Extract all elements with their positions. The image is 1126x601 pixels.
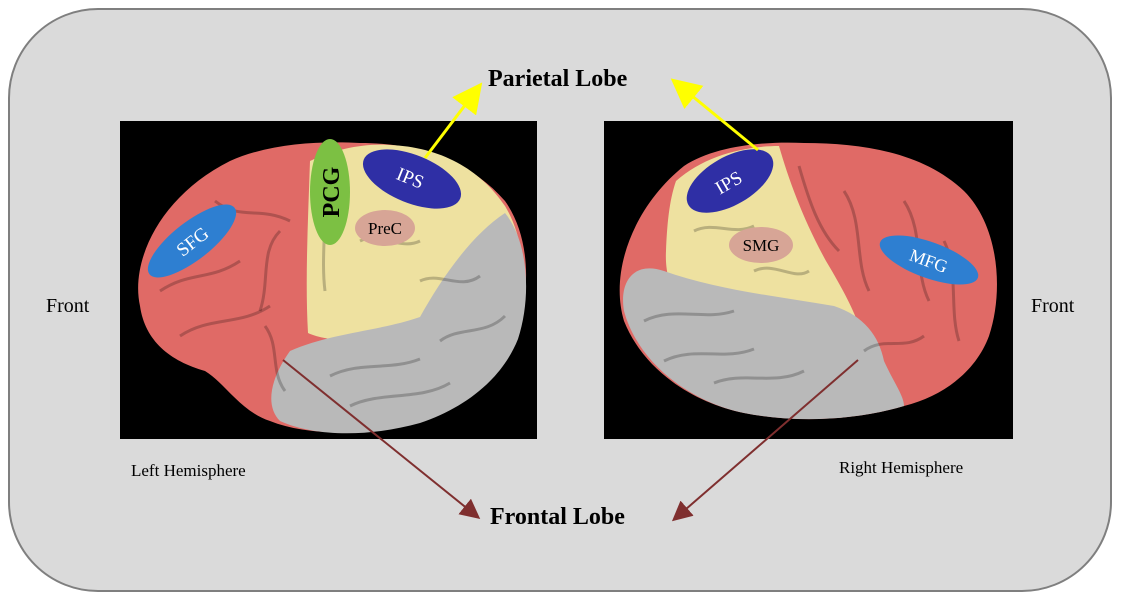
right-hemisphere-caption: Right Hemisphere (839, 458, 963, 478)
front-label-right: Front (1031, 295, 1074, 318)
left-hemisphere-caption: Left Hemisphere (131, 461, 246, 481)
frontal-lobe-title: Frontal Lobe (490, 504, 625, 531)
right-frontal-arrow (678, 360, 858, 516)
left-parietal-arrow (425, 92, 475, 158)
parietal-lobe-title: Parietal Lobe (488, 66, 627, 93)
left-frontal-arrow (283, 360, 474, 514)
front-label-left: Front (46, 295, 89, 318)
right-parietal-arrow (680, 86, 758, 150)
